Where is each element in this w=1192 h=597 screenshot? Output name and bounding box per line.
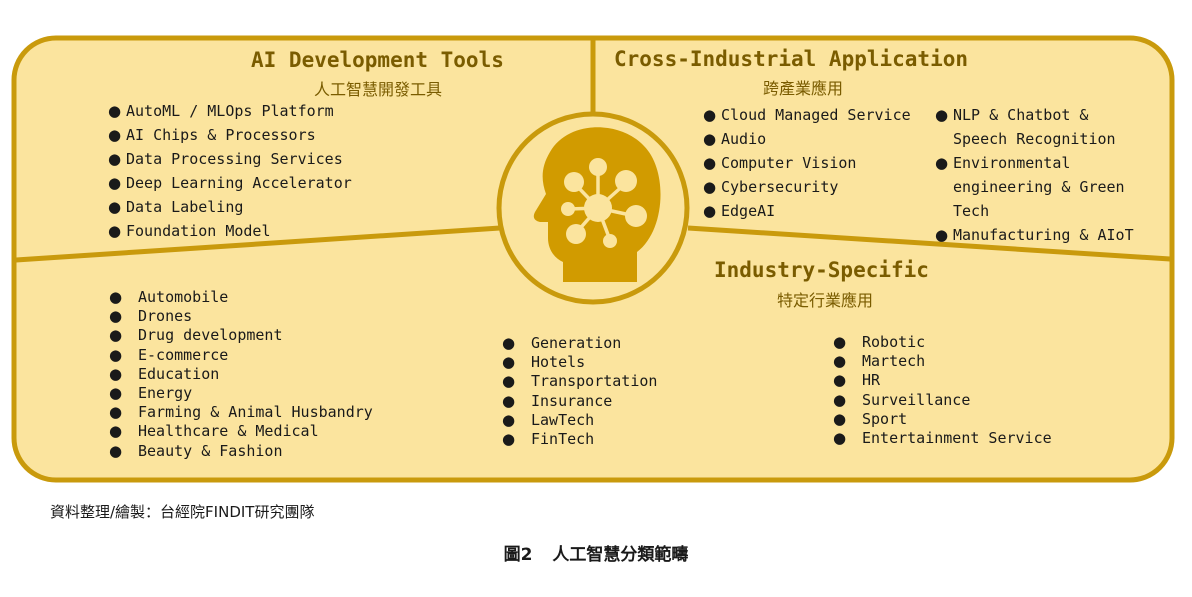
list-item: Deep Learning Accelerator (108, 171, 352, 195)
ai-tools-subtitle: 人工智慧開發工具 (314, 80, 443, 99)
cross-industrial-list-col1: Cloud Managed Service Audio Computer Vis… (703, 103, 911, 223)
list-item: Automobile (109, 288, 373, 307)
list-item: LawTech (502, 411, 657, 430)
list-item: AutoML / MLOps Platform (108, 99, 352, 123)
list-item: Drones (109, 307, 373, 326)
list-item: Education (109, 365, 373, 384)
industry-specific-title: Industry-Specific (714, 258, 929, 282)
cross-industrial-list-col2: NLP & Chatbot &Speech Recognition Enviro… (935, 103, 1134, 247)
brain-network-head-icon (533, 127, 661, 282)
ai-tools-list: AutoML / MLOps Platform AI Chips & Proce… (108, 99, 352, 243)
list-item: HR (833, 371, 1052, 390)
list-item: Insurance (502, 392, 657, 411)
list-item: Energy (109, 384, 373, 403)
list-item: Cybersecurity (703, 175, 911, 199)
list-item: FinTech (502, 430, 657, 449)
list-item: NLP & Chatbot &Speech Recognition (935, 103, 1134, 151)
industry-list-col3: Robotic Martech HR Surveillance Sport En… (833, 333, 1052, 448)
list-item: EdgeAI (703, 199, 911, 223)
figure-number: 圖2 (503, 545, 533, 565)
list-item: Healthcare & Medical (109, 422, 373, 441)
list-item: Farming & Animal Husbandry (109, 403, 373, 422)
list-item: Hotels (502, 353, 657, 372)
list-item: Robotic (833, 333, 1052, 352)
list-item: Entertainment Service (833, 429, 1052, 448)
list-item: Foundation Model (108, 219, 352, 243)
list-item: Computer Vision (703, 151, 911, 175)
figure-title: 人工智慧分類範疇 (552, 545, 689, 565)
list-item: Drug development (109, 326, 373, 345)
list-item: Beauty & Fashion (109, 442, 373, 461)
ai-tools-title: AI Development Tools (251, 48, 504, 72)
list-item: Manufacturing & AIoT (935, 223, 1134, 247)
list-item: Data Processing Services (108, 147, 352, 171)
list-item: Generation (502, 334, 657, 353)
source-note: 資料整理/繪製：台經院FINDIT研究團隊 (50, 503, 315, 521)
cross-industrial-subtitle: 跨產業應用 (763, 79, 844, 98)
industry-list-col2: Generation Hotels Transportation Insuran… (502, 334, 657, 449)
list-item: Cloud Managed Service (703, 103, 911, 127)
list-item: E-commerce (109, 346, 373, 365)
list-item: AI Chips & Processors (108, 123, 352, 147)
figure-caption: 圖2 人工智慧分類範疇 (0, 540, 1192, 565)
divider-left (15, 225, 501, 263)
list-item: Martech (833, 352, 1052, 371)
list-item: Transportation (502, 372, 657, 391)
list-item: Data Labeling (108, 195, 352, 219)
cross-industrial-title: Cross-Industrial Application (614, 47, 969, 71)
divider-right (687, 225, 1171, 262)
list-item: Surveillance (833, 391, 1052, 410)
industry-list-col1: Automobile Drones Drug development E-com… (109, 288, 373, 461)
industry-specific-subtitle: 特定行業應用 (777, 291, 874, 310)
list-item: Audio (703, 127, 911, 151)
list-item: Sport (833, 410, 1052, 429)
